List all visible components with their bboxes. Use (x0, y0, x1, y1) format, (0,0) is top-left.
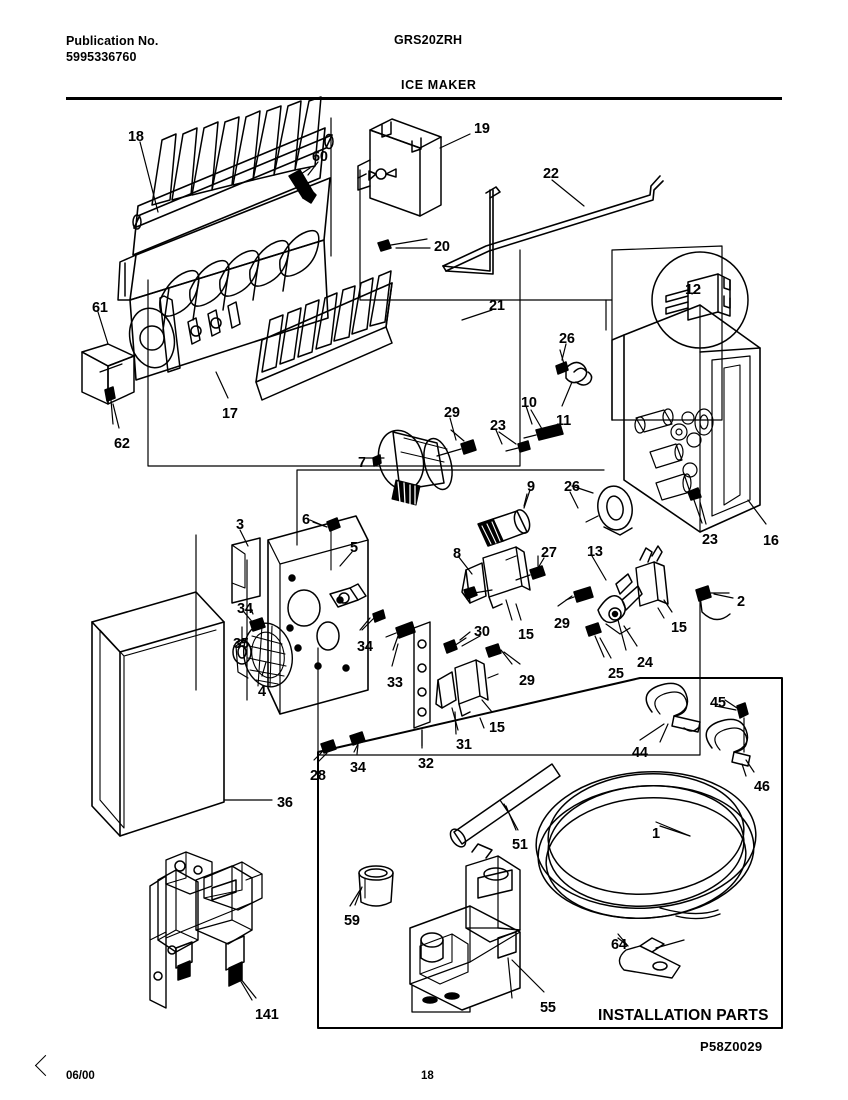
part-callout-8: 8 (453, 546, 461, 562)
revision-date: 06/00 (66, 1070, 95, 1082)
part-callout-32: 32 (418, 756, 434, 772)
part-callout-6: 6 (302, 512, 310, 528)
part-callout-24: 24 (637, 655, 653, 671)
part-callout-59: 59 (344, 913, 360, 929)
part-callout-61: 61 (92, 300, 108, 316)
part-callout-141: 141 (255, 1007, 279, 1023)
part-callout-51: 51 (512, 837, 528, 853)
part-callout-34: 34 (350, 760, 366, 776)
part-callout-30: 30 (474, 624, 490, 640)
part-callout-7: 7 (358, 455, 366, 471)
part-callout-44: 44 (632, 745, 648, 761)
header-divider (66, 97, 782, 100)
part-callout-18: 18 (128, 129, 144, 145)
part-callout-35: 35 (233, 636, 249, 652)
publication-label: Publication No. (66, 34, 159, 48)
part-callout-34: 34 (357, 639, 373, 655)
part-callout-10: 10 (521, 395, 537, 411)
part-callout-62: 62 (114, 436, 130, 452)
part-callout-27: 27 (541, 545, 557, 561)
part-callout-23: 23 (702, 532, 718, 548)
part-callout-26: 26 (564, 479, 580, 495)
part-callout-46: 46 (754, 779, 770, 795)
part-callout-16: 16 (763, 533, 779, 549)
part-callout-12: 12 (685, 282, 701, 298)
part-callout-33: 33 (387, 675, 403, 691)
part-callout-11: 11 (556, 413, 571, 429)
part-callout-5: 5 (350, 540, 358, 556)
publication-number: 5995336760 (66, 50, 137, 64)
part-callout-29: 29 (519, 673, 535, 689)
installation-parts-caption: INSTALLATION PARTS (598, 1007, 769, 1024)
part-callout-29: 29 (444, 405, 460, 421)
part-callout-45: 45 (710, 695, 726, 711)
part-callout-31: 31 (456, 737, 472, 753)
part-callout-13: 13 (587, 544, 603, 560)
part-callout-64: 64 (611, 937, 627, 953)
publication-block: Publication No. 5995336760 (66, 33, 158, 65)
part-callout-15: 15 (489, 720, 505, 736)
part-callout-9: 9 (527, 479, 535, 495)
part-callout-55: 55 (540, 1000, 556, 1016)
part-callout-34: 34 (237, 601, 253, 617)
part-callout-19: 19 (474, 121, 490, 137)
model-number: GRS20ZRH (394, 33, 463, 47)
page-title: ICE MAKER (401, 78, 477, 92)
part-callout-17: 17 (222, 406, 238, 422)
diagram-code: P58Z0029 (700, 1039, 763, 1054)
page-number: 18 (421, 1070, 434, 1082)
part-callout-29: 29 (554, 616, 570, 632)
part-callout-15: 15 (518, 627, 534, 643)
part-callout-1: 1 (652, 826, 660, 842)
part-callout-25: 25 (608, 666, 624, 682)
part-callout-60: 60 (312, 149, 328, 165)
part-callout-2: 2 (737, 594, 745, 610)
part-callout-26: 26 (559, 331, 575, 347)
part-callout-22: 22 (543, 166, 559, 182)
part-callout-21: 21 (489, 298, 505, 314)
part-callout-28: 28 (310, 768, 326, 784)
part-callout-15: 15 (671, 620, 687, 636)
part-callout-4: 4 (258, 684, 266, 700)
part-callout-20: 20 (434, 239, 450, 255)
part-callout-36: 36 (277, 795, 293, 811)
part-callout-23: 23 (490, 418, 506, 434)
part-callout-3: 3 (236, 517, 244, 533)
